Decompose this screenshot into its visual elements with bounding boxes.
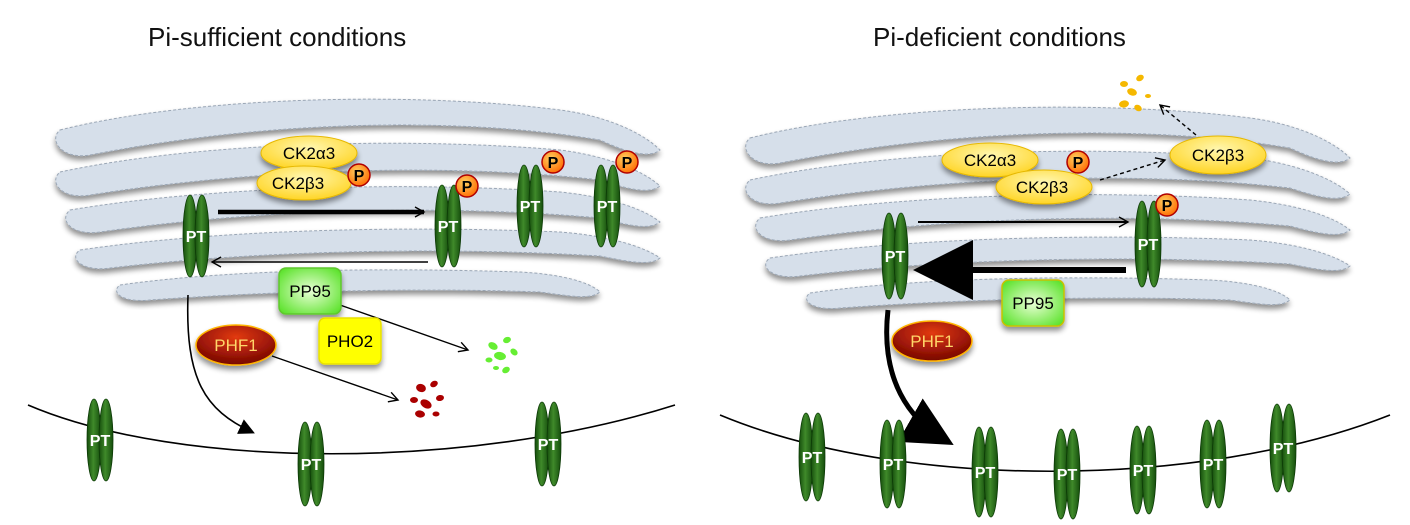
panel-title-pi-sufficient: Pi-sufficient conditions — [148, 22, 407, 52]
phosphate-transporter: PT — [1134, 200, 1162, 288]
er-cisterna — [55, 98, 661, 157]
ck2a3-label: CK2α3 — [964, 151, 1016, 170]
phf1-protein — [891, 320, 973, 362]
er-cisterna — [765, 236, 1351, 278]
ck2b3-label: CK2β3 — [272, 174, 324, 193]
transporter-label: PT — [186, 229, 207, 246]
transporter-label: PT — [975, 465, 996, 482]
ck2b3-degradation-arrow — [1158, 104, 1197, 136]
phosphate-group: P — [1066, 150, 1090, 174]
transporter-label: PT — [1057, 467, 1078, 484]
plasma-membrane — [27, 404, 676, 455]
phosphate-transporter: PT — [1269, 403, 1297, 493]
ck2b3-degradation-fragments — [1119, 74, 1151, 112]
transporter-label: PT — [597, 199, 618, 216]
trafficking-arrow — [884, 309, 954, 445]
ck2b3-release-arrow — [1099, 157, 1167, 181]
phf1-protein — [195, 324, 277, 366]
phosphate-transporter: PT — [434, 184, 462, 268]
phosphate-transporter: PT — [516, 164, 544, 248]
phospho-label: P — [354, 168, 365, 185]
pp95-degradation-arrow — [339, 304, 470, 353]
transporter-label: PT — [538, 437, 559, 454]
er-cisterna — [65, 186, 661, 234]
transporter-label: PT — [802, 450, 823, 467]
transporter-label: PT — [1273, 441, 1294, 458]
phosphate-transporter: PT — [798, 412, 826, 502]
phospho-label: P — [622, 155, 633, 172]
pp95-degradation-fragments — [485, 336, 518, 374]
ck2-complex: CK2α3 CK2β3 CK2β3 — [941, 135, 1267, 205]
ck2a3-protein — [941, 142, 1039, 178]
phospho-label: P — [462, 179, 473, 196]
transporter-label: PT — [301, 457, 322, 474]
transporter-label: PT — [438, 219, 459, 236]
ck2b3-protein — [995, 169, 1093, 205]
phosphate-group: P — [1155, 193, 1179, 217]
transporter-label: PT — [90, 433, 111, 450]
phosphate-transporter: PT — [879, 419, 907, 509]
phospho-label: P — [548, 155, 559, 172]
transporter-label: PT — [1138, 237, 1159, 254]
phosphate-transporter: PT — [881, 212, 909, 300]
er-cisterna — [75, 228, 661, 270]
phosphate-transporter: PT — [182, 194, 210, 278]
phosphate-transporter: PT — [297, 421, 325, 507]
transporter-label: PT — [885, 249, 906, 266]
phf1-label: PHF1 — [214, 336, 257, 355]
ck2a3-label: CK2α3 — [283, 144, 335, 163]
phf1-label: PHF1 — [910, 332, 953, 351]
phf1-degradation-fragments — [410, 380, 444, 418]
phosphate-group: P — [455, 174, 479, 198]
phosphate-group: P — [615, 150, 639, 174]
panel-title-pi-deficient: Pi-deficient conditions — [873, 22, 1126, 52]
er-cisternae — [55, 98, 661, 302]
phosphate-transporter: PT — [534, 401, 562, 487]
pp95-label: PP95 — [1012, 294, 1054, 313]
pp95-protein — [1001, 279, 1065, 327]
pp95-protein — [278, 267, 342, 315]
phosphate-transporter: PT — [1199, 419, 1227, 509]
er-cisterna — [745, 106, 1351, 165]
ck2b3-label: CK2β3 — [1016, 178, 1068, 197]
phosphate-group: P — [541, 150, 565, 174]
phospho-label: P — [1073, 155, 1084, 172]
transporter-label: PT — [1203, 457, 1224, 474]
transporter-label: PT — [520, 199, 541, 216]
phosphate-group: P — [347, 163, 371, 187]
pho2-label: PHO2 — [327, 332, 373, 351]
ck2b3-free-protein — [1169, 135, 1267, 175]
ck2-complex: CK2α3 CK2β3 — [256, 135, 358, 201]
phosphate-transporter: PT — [86, 398, 114, 482]
er-cisternae — [745, 106, 1351, 310]
phospho-label: P — [1162, 198, 1173, 215]
pp95-label: PP95 — [289, 282, 331, 301]
trafficking-arrow — [186, 294, 255, 434]
transporter-label: PT — [1133, 463, 1154, 480]
transporter-label: PT — [883, 457, 904, 474]
phosphate-transporter: PT — [1129, 425, 1157, 515]
phosphate-transporter: PT — [971, 426, 999, 518]
ck2b3-free-label: CK2β3 — [1192, 146, 1244, 165]
phosphate-transporter: PT — [593, 164, 621, 248]
pho2-protein — [318, 317, 382, 365]
phf1-degradation-arrow — [271, 355, 400, 403]
phosphate-transporter: PT — [1053, 428, 1081, 520]
